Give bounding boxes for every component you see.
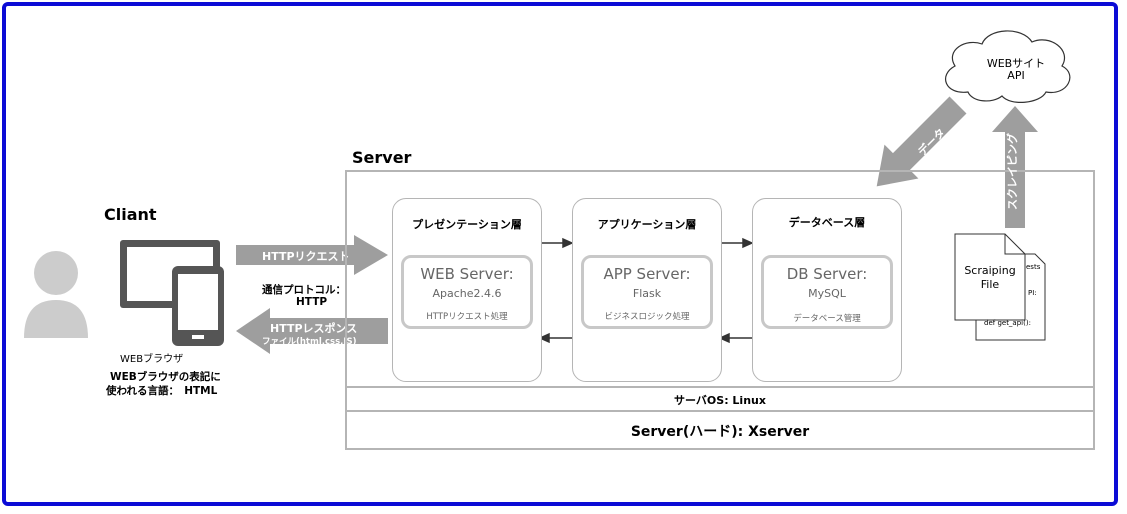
file-fragment-1: ests [1026,263,1041,271]
database-layer-title: データベース層 [788,216,866,229]
http-response-label: HTTPレスポンス [270,322,358,335]
http-response-sub: ファイル(html,css,JS) [262,337,357,347]
app-server-description: ビジネスロジック処理 [604,312,690,322]
layer-connectors [538,237,754,344]
scraping-arrow-label: スクレイピング [1006,133,1019,210]
scraping-arrow [992,106,1038,228]
file-fragment-3: def get_api(): [984,319,1031,327]
os-box [345,386,1095,412]
db-server-name: DB Server: [786,265,868,283]
file-fragment-2: PI: [1028,289,1037,297]
hardware-label: Server(ハード): Xserver [630,424,810,440]
db-server-box [761,255,893,329]
smartphone-icon [172,266,224,346]
app-server-box [581,255,713,329]
protocol-line-2: HTTP [296,296,328,308]
app-server-name: APP Server: [603,265,691,283]
db-server-description: データベース管理 [793,314,861,324]
file-line-1: Scraiping [964,264,1016,277]
os-label: サーバOS: Linux [674,394,766,407]
cloud-line-1: WEBサイト [986,57,1046,70]
app-server-software: Flask [632,287,662,300]
http-request-label: HTTPリクエスト [262,250,350,263]
web-server-software: Apache2.4.6 [432,287,502,300]
language-line-1: WEBブラウザの表記に [110,371,221,383]
file-line-2: File [980,278,1000,291]
web-server-box [401,255,533,329]
scraping-file-icon [954,233,1046,341]
presentation-layer-title: プレゼンテーション層 [412,218,522,231]
user-icon [24,251,88,338]
server-title: Server [352,148,412,167]
cloud-line-2: API [1007,69,1025,82]
data-arrow [876,96,967,187]
web-server-description: HTTPリクエスト処理 [426,312,508,322]
outer-frame [2,2,1118,506]
client-title: Cliant [104,205,157,224]
application-layer-title: アプリケーション層 [597,218,697,231]
web-server-name: WEB Server: [420,265,514,283]
browser-label: WEBブラウザ [120,354,184,365]
protocol-line-1: 通信プロトコル： [262,284,346,296]
db-server-software: MySQL [808,287,846,300]
language-line-2: 使われる言語： HTML [106,385,218,397]
cloud-icon [944,30,1071,103]
http-request-arrow [236,235,388,275]
http-response-arrow [236,308,388,354]
